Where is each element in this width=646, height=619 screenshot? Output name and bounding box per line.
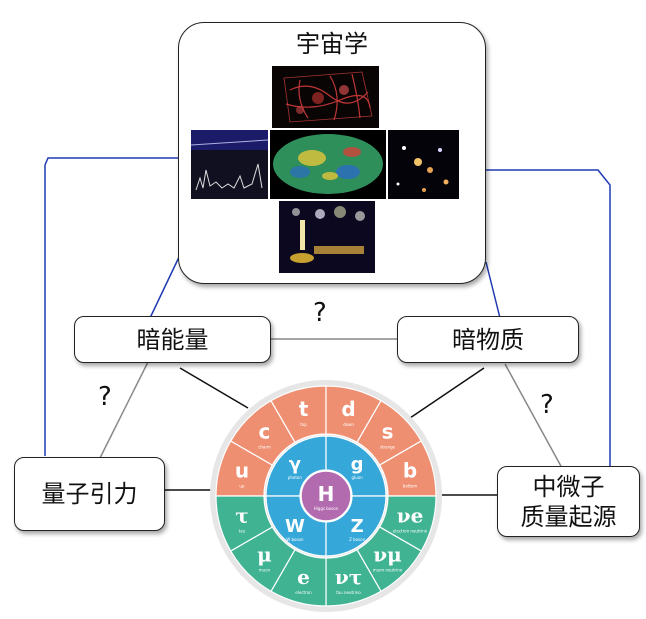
question-mark-top: ? bbox=[313, 298, 327, 328]
lepton-symbol-muon: μ bbox=[257, 543, 272, 567]
cmb-map-image bbox=[270, 130, 386, 199]
link-cosmology-neutrino bbox=[480, 169, 611, 470]
link-dark-energy-quantum-gravity bbox=[99, 361, 149, 459]
higgs-name: Higgs boson bbox=[314, 506, 339, 511]
link-cosmology-quantum-gravity bbox=[44, 157, 180, 456]
galaxy-cluster-image bbox=[388, 130, 459, 199]
link-dark-matter-neutrino bbox=[504, 363, 563, 469]
lepton-symbol-electron-neutrino: νe bbox=[397, 504, 424, 528]
quark-symbol-bottom: b bbox=[403, 458, 417, 482]
quark-symbol-down: d bbox=[341, 397, 355, 421]
question-mark-right: ? bbox=[540, 390, 554, 420]
quark-symbol-strange: s bbox=[382, 419, 394, 443]
neutrino-mass-box: 中微子 质量起源 bbox=[497, 466, 640, 537]
boson-symbol-W-boson: W bbox=[285, 516, 305, 537]
dark-matter-box: 暗物质 bbox=[397, 316, 579, 363]
quark-name-down: down bbox=[343, 422, 354, 427]
dark-energy-box: 暗能量 bbox=[74, 316, 271, 363]
boson-name-W-boson: W boson bbox=[286, 537, 304, 542]
lepton-symbol-tau-neutrino: ντ bbox=[335, 565, 362, 589]
link-dark-energy-wheel bbox=[179, 367, 249, 409]
higgs-center bbox=[300, 470, 352, 522]
link-cosmology-dark-matter bbox=[485, 261, 501, 319]
boson-name-gluon: gluon bbox=[352, 475, 364, 480]
boson-sector-Z-boson bbox=[325, 495, 387, 557]
lepton-name-electron: electron bbox=[295, 590, 312, 595]
boson-sector-photon bbox=[265, 435, 327, 497]
higgs-symbol: H bbox=[318, 482, 335, 506]
lepton-symbol-muon-neutrino: νμ bbox=[373, 543, 402, 567]
lepton-name-muon: muon bbox=[259, 568, 271, 573]
boson-name-photon: photon bbox=[288, 475, 303, 480]
boson-name-Z-boson: Z boson bbox=[349, 537, 366, 542]
cosmic-web-image bbox=[272, 66, 379, 128]
cosmology-title: 宇宙学 bbox=[296, 30, 368, 58]
quantum-gravity-box: 量子引力 bbox=[14, 457, 165, 531]
question-mark-left: ? bbox=[98, 382, 112, 412]
dark-matter-label: 暗物质 bbox=[452, 325, 524, 354]
dark-energy-label: 暗能量 bbox=[136, 325, 209, 354]
link-dark-matter-wheel bbox=[409, 367, 485, 419]
spectrum-image bbox=[190, 130, 269, 199]
quark-name-top: top bbox=[300, 422, 307, 427]
neutrino-label: 中微子 bbox=[532, 472, 605, 501]
lepton-symbol-tau: τ bbox=[235, 504, 248, 528]
lepton-name-tau: tau bbox=[239, 529, 246, 534]
link-cosmology-dark-energy bbox=[149, 254, 181, 319]
lepton-symbol-electron: e bbox=[297, 565, 310, 589]
boson-sector-W-boson bbox=[265, 495, 327, 557]
lepton-name-tau-neutrino: tau neutrino bbox=[336, 590, 361, 595]
quark-symbol-up: u bbox=[235, 458, 249, 482]
boson-symbol-gluon: g bbox=[351, 454, 364, 475]
lepton-name-electron-neutrino: electron neutrino bbox=[393, 529, 428, 534]
quantum-gravity-label: 量子引力 bbox=[41, 480, 138, 508]
distance-ladder-image bbox=[279, 201, 375, 273]
lepton-name-muon-neutrino: muon neutrino bbox=[373, 568, 403, 573]
boson-symbol-photon: γ bbox=[289, 454, 301, 475]
quark-name-charm: charm bbox=[258, 444, 271, 449]
quark-name-up: up bbox=[239, 483, 245, 488]
quark-name-strange: strange bbox=[380, 444, 396, 449]
boson-symbol-Z-boson: Z bbox=[351, 516, 364, 537]
mass-origin-label: 质量起源 bbox=[520, 502, 617, 531]
quark-name-bottom: bottom bbox=[403, 483, 418, 488]
quark-symbol-top: t bbox=[299, 397, 309, 421]
boson-sector-gluon bbox=[325, 435, 387, 497]
lepton-sector-tau bbox=[215, 495, 274, 552]
quark-symbol-charm: c bbox=[259, 419, 271, 443]
